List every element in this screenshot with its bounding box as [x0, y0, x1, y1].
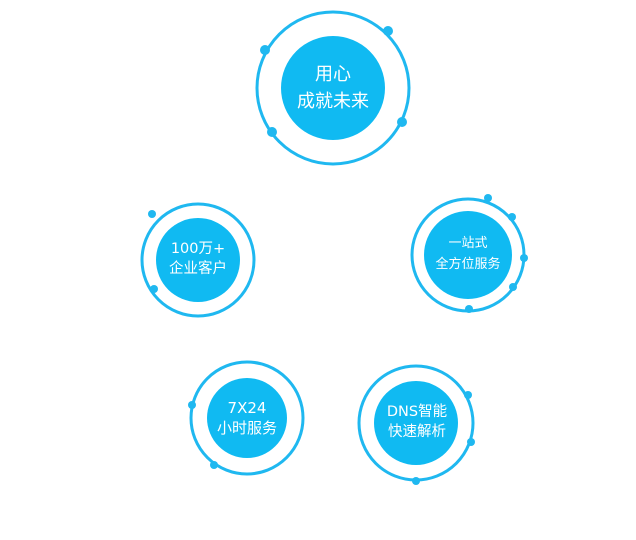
badge-customers-label: 100万+ 企业客户 — [138, 200, 258, 320]
ring-dot — [148, 210, 156, 218]
inner-disc — [156, 218, 240, 302]
badge-center-label: 用心 成就未来 — [252, 7, 414, 169]
ring-dot — [464, 391, 472, 399]
outer-ring — [255, 10, 411, 166]
outer-ring — [140, 202, 256, 318]
badge-center-line2: 成就未来 — [297, 91, 369, 112]
ring-dot — [267, 127, 277, 137]
badge-support-line1: 7X24 — [227, 398, 267, 417]
ring-dot — [508, 213, 516, 221]
ring-dot — [383, 26, 393, 36]
badge-customers-graphic — [140, 202, 256, 318]
ring-dot — [467, 438, 475, 446]
badge-support-line2: 小时服务 — [216, 419, 277, 437]
inner-disc — [424, 211, 512, 299]
badge-customers-line2: 企业客户 — [169, 261, 227, 277]
ring-dot — [210, 461, 218, 469]
inner-disc — [281, 36, 385, 140]
badge-onestop-line1: 一站式 — [448, 236, 488, 252]
inner-disc — [207, 378, 287, 458]
ring-dot — [188, 401, 196, 409]
badge-onestop: 一站式 全方位服务 — [408, 194, 528, 315]
ring-dot — [397, 117, 407, 127]
ring-dot — [509, 283, 517, 291]
badge-center-graphic — [255, 10, 411, 166]
outer-ring — [189, 360, 305, 476]
badge-customers-line1: 100万+ — [170, 241, 226, 258]
ring-dot — [412, 477, 420, 485]
badge-onestop-line2: 全方位服务 — [435, 257, 501, 272]
badge-center: 用心 成就未来 — [252, 7, 414, 169]
badge-support: 7X24 小时服务 — [186, 360, 308, 482]
ring-dot — [150, 285, 158, 293]
badge-support-graphic — [188, 360, 305, 476]
ring-dot — [484, 194, 492, 202]
ring-dot — [520, 254, 528, 262]
badge-support-label: 7X24 小时服务 — [186, 360, 308, 476]
inner-disc — [374, 381, 458, 465]
badge-customers: 100万+ 企业客户 — [138, 200, 258, 320]
badge-dns-line2: 快速解析 — [388, 424, 446, 440]
badge-onestop-graphic — [410, 194, 528, 313]
badge-dns-graphic — [357, 364, 475, 485]
badge-center-line1: 用心 — [315, 64, 351, 85]
badge-dns-label: DNS智能 快速解析 — [356, 366, 478, 480]
badge-onestop-label: 一站式 全方位服务 — [408, 195, 528, 315]
badge-dns-line1: DNS智能 — [386, 404, 448, 421]
badge-dns: DNS智能 快速解析 — [356, 364, 478, 488]
ring-dot — [260, 45, 270, 55]
ring-dot — [465, 305, 473, 313]
